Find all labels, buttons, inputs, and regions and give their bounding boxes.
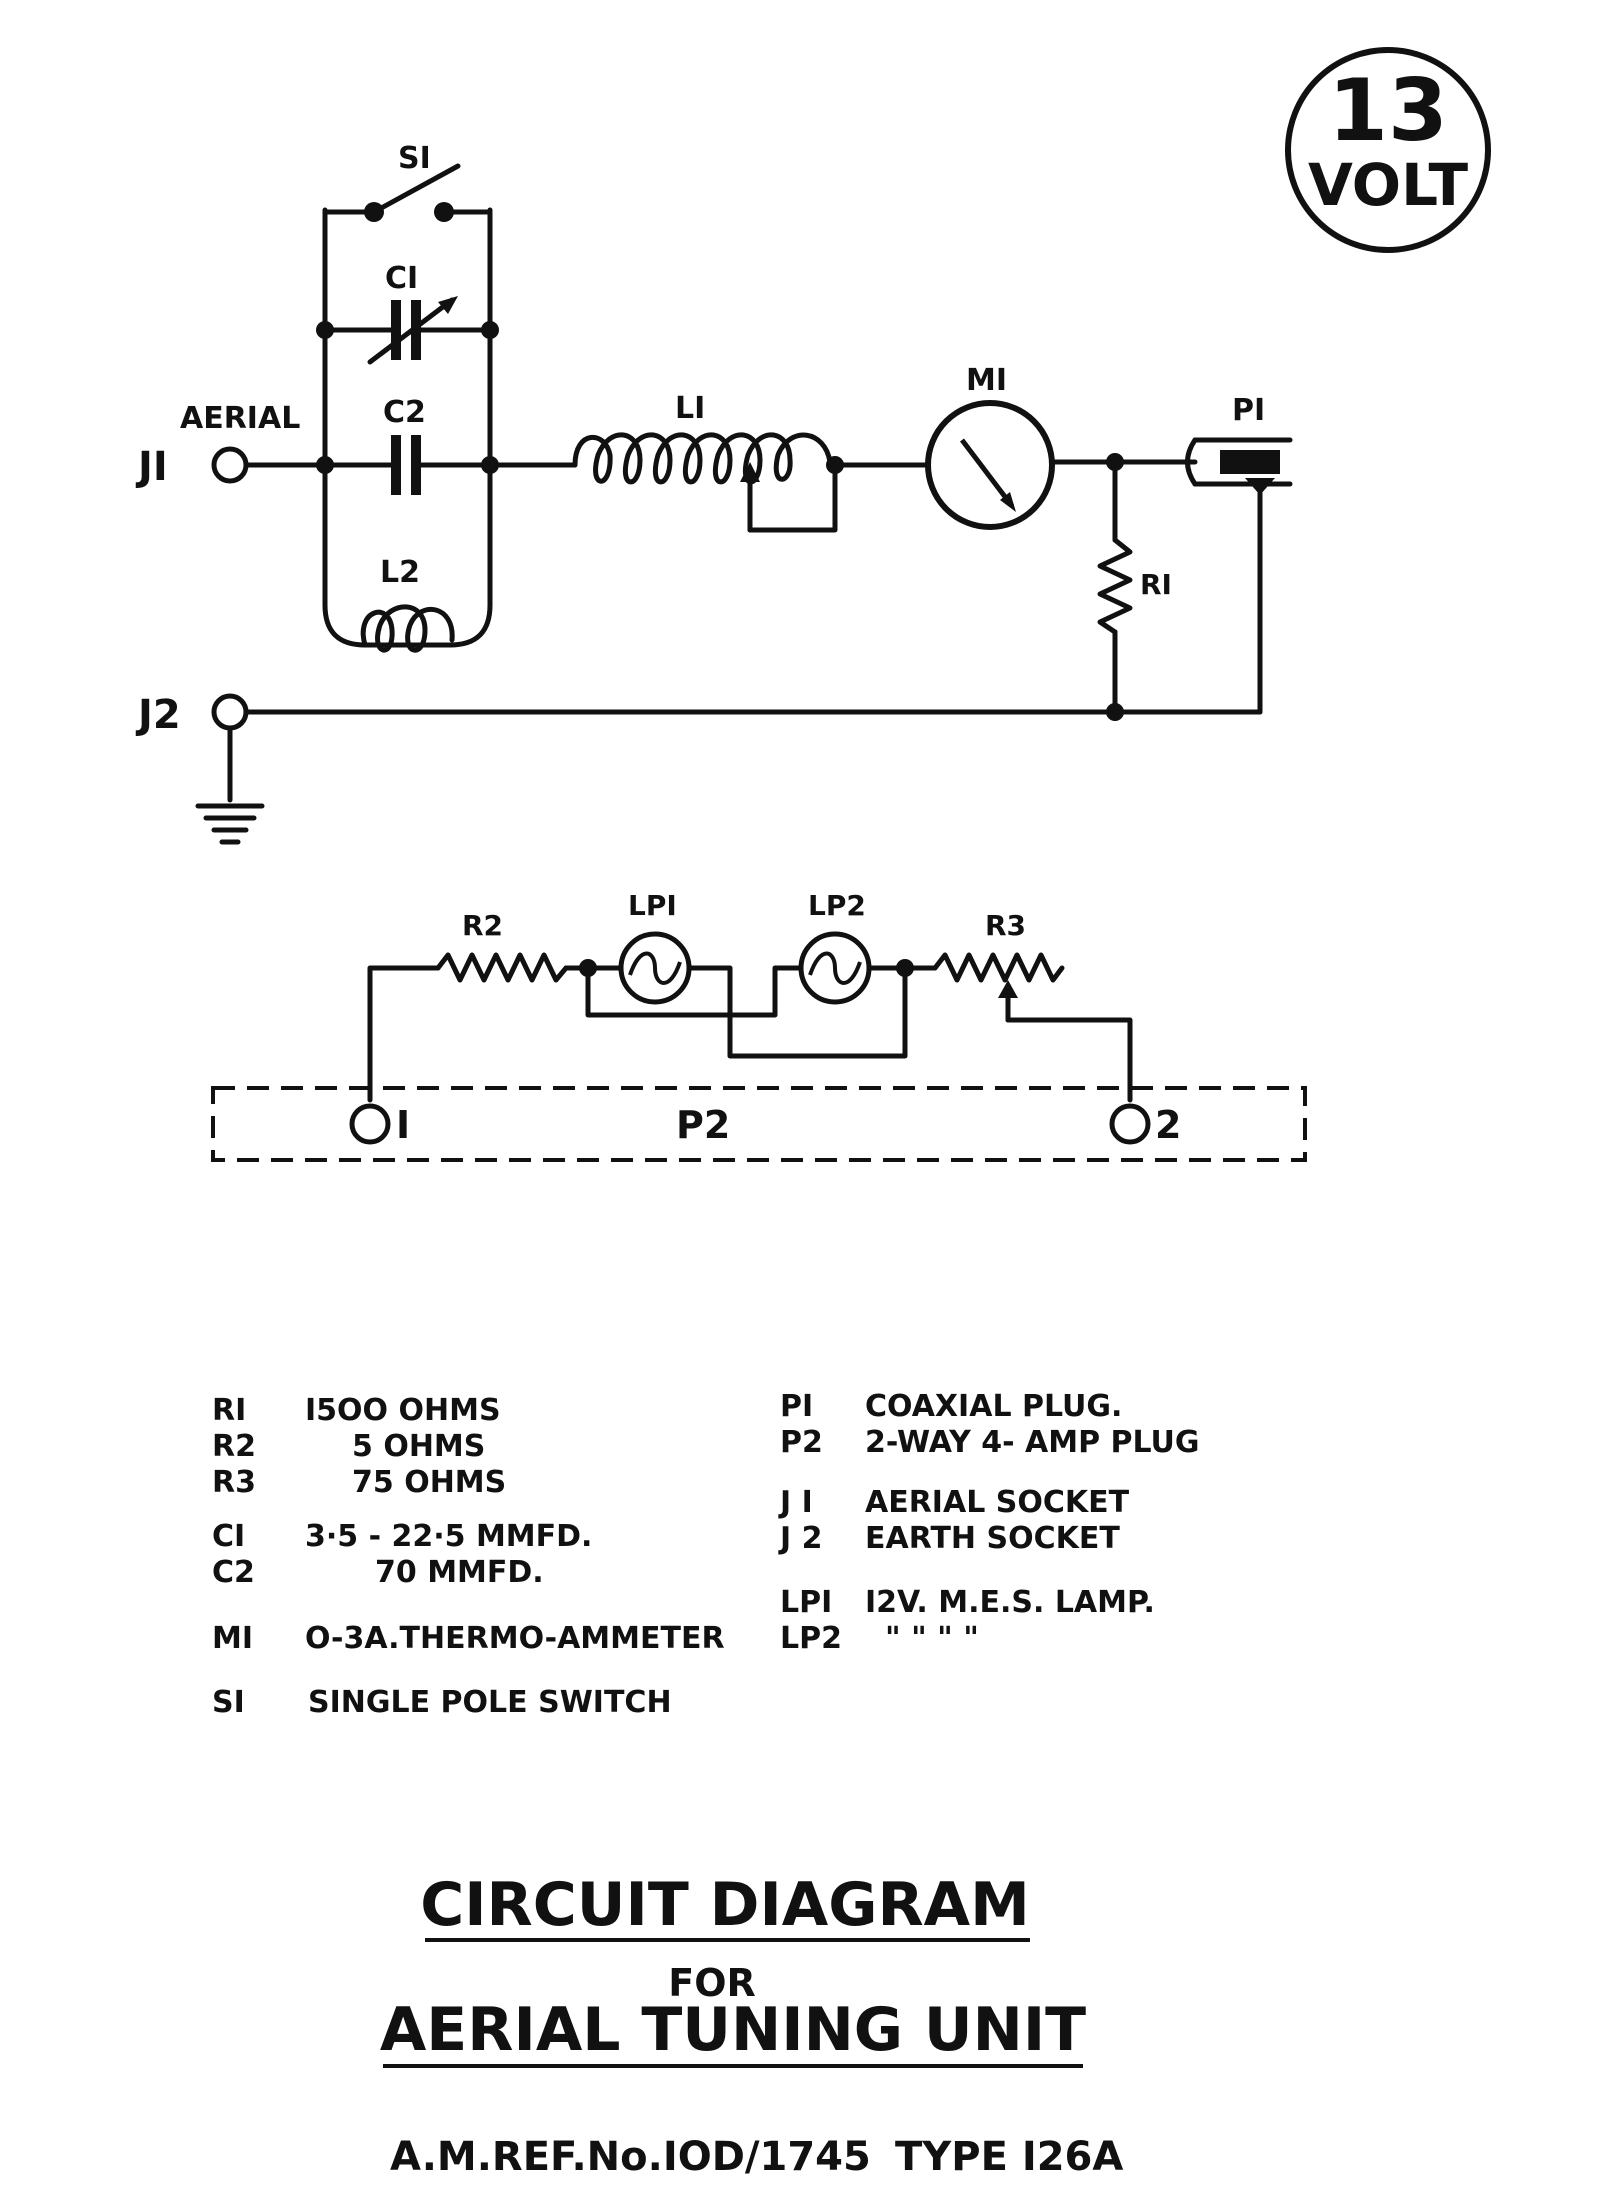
voltage-badge: 13 VOLT: [1285, 47, 1491, 253]
list-value: 75 OHMS: [352, 1465, 506, 1500]
label-j1: JI: [135, 444, 168, 490]
list-ref: LPI: [780, 1585, 832, 1620]
label-lp1: LPI: [628, 889, 677, 922]
title-block: CIRCUIT DIAGRAM FOR AERIAL TUNING UNIT A…: [380, 1870, 1123, 2180]
list-value: 3·5 - 22·5 MMFD.: [305, 1519, 592, 1554]
coaxial-plug-p1: PI: [1185, 393, 1293, 715]
label-l2: L2: [380, 555, 420, 590]
label-l1: LI: [675, 391, 705, 426]
lamp-circuit: R2 LPI LP2 R3: [211, 889, 1307, 1162]
list-ref: MI: [212, 1621, 253, 1656]
inductor-l2: L2: [360, 555, 455, 653]
label-pin2: 2: [1155, 1103, 1181, 1147]
list-value: O-3A.THERMO-AMMETER: [305, 1621, 725, 1656]
lamp-lp2: LP2: [798, 889, 872, 1005]
ammeter-m1: MI: [925, 363, 1055, 530]
list-ref: PI: [780, 1389, 813, 1424]
list-ref: R2: [212, 1429, 256, 1464]
list-value: I5OO OHMS: [305, 1393, 501, 1428]
list-ref: C2: [212, 1555, 255, 1590]
aerial-circuit: SI CI C2 L2: [135, 141, 1293, 845]
resistor-r1: RI: [1097, 459, 1172, 715]
label-c1: CI: [385, 261, 418, 296]
list-value: 70 MMFD.: [375, 1555, 544, 1590]
list-value: I2V. M.E.S. LAMP.: [865, 1585, 1155, 1620]
socket-j1: JI AERIAL: [135, 401, 300, 490]
label-p2: P2: [676, 1103, 730, 1147]
resistor-r2: R2: [435, 909, 569, 983]
list-ref: R3: [212, 1465, 256, 1500]
title-line1: CIRCUIT DIAGRAM: [420, 1870, 1030, 1940]
label-p1: PI: [1232, 393, 1265, 428]
capacitor-c2: C2: [243, 395, 499, 495]
list-value: AERIAL SOCKET: [865, 1485, 1130, 1520]
label-r2: R2: [462, 909, 503, 942]
list-value: SINGLE POLE SWITCH: [308, 1685, 672, 1720]
label-lp2: LP2: [808, 889, 866, 922]
list-ref: J 2: [778, 1521, 822, 1556]
components-list-right: PI COAXIAL PLUG. P2 2-WAY 4- AMP PLUG J …: [778, 1389, 1200, 1656]
reference-number: A.M.REF.No.IOD/1745: [390, 2134, 871, 2180]
list-ref: P2: [780, 1425, 823, 1460]
title-line2: FOR: [668, 1961, 756, 2005]
components-list-left: RI I5OO OHMS R2 5 OHMS R3 75 OHMS CI 3·5…: [212, 1393, 725, 1720]
list-ref: LP2: [780, 1621, 842, 1656]
label-r3: R3: [985, 909, 1026, 942]
badge-unit: VOLT: [1308, 151, 1469, 219]
inductor-l1: LI: [572, 391, 844, 533]
list-ref: RI: [212, 1393, 246, 1428]
list-value: 2-WAY 4- AMP PLUG: [865, 1425, 1200, 1460]
list-ref: CI: [212, 1519, 245, 1554]
switch-s1: SI: [322, 141, 493, 222]
label-m1: MI: [966, 363, 1007, 398]
title-line3: AERIAL TUNING UNIT: [380, 1995, 1086, 2065]
list-value: 5 OHMS: [352, 1429, 485, 1464]
type-number: TYPE I26A: [895, 2134, 1123, 2180]
socket-j2: J2: [135, 692, 1263, 845]
list-value: COAXIAL PLUG.: [865, 1389, 1122, 1424]
badge-number: 13: [1328, 61, 1448, 161]
list-ref: SI: [212, 1685, 245, 1720]
lamp-lp1: LPI: [618, 889, 692, 1005]
label-aerial: AERIAL: [180, 401, 300, 436]
label-c2: C2: [383, 395, 426, 430]
resistor-r3: R3: [932, 909, 1133, 1103]
label-pin1: I: [396, 1103, 410, 1147]
list-ref: J I: [778, 1485, 813, 1520]
list-value: " " " ": [885, 1621, 979, 1656]
capacitor-c1: CI: [316, 261, 499, 365]
label-r1: RI: [1140, 568, 1172, 601]
plug-p2: I 2 P2: [211, 1086, 1307, 1162]
label-s1: SI: [398, 141, 431, 176]
list-value: EARTH SOCKET: [865, 1521, 1120, 1556]
label-j2: J2: [135, 692, 181, 738]
